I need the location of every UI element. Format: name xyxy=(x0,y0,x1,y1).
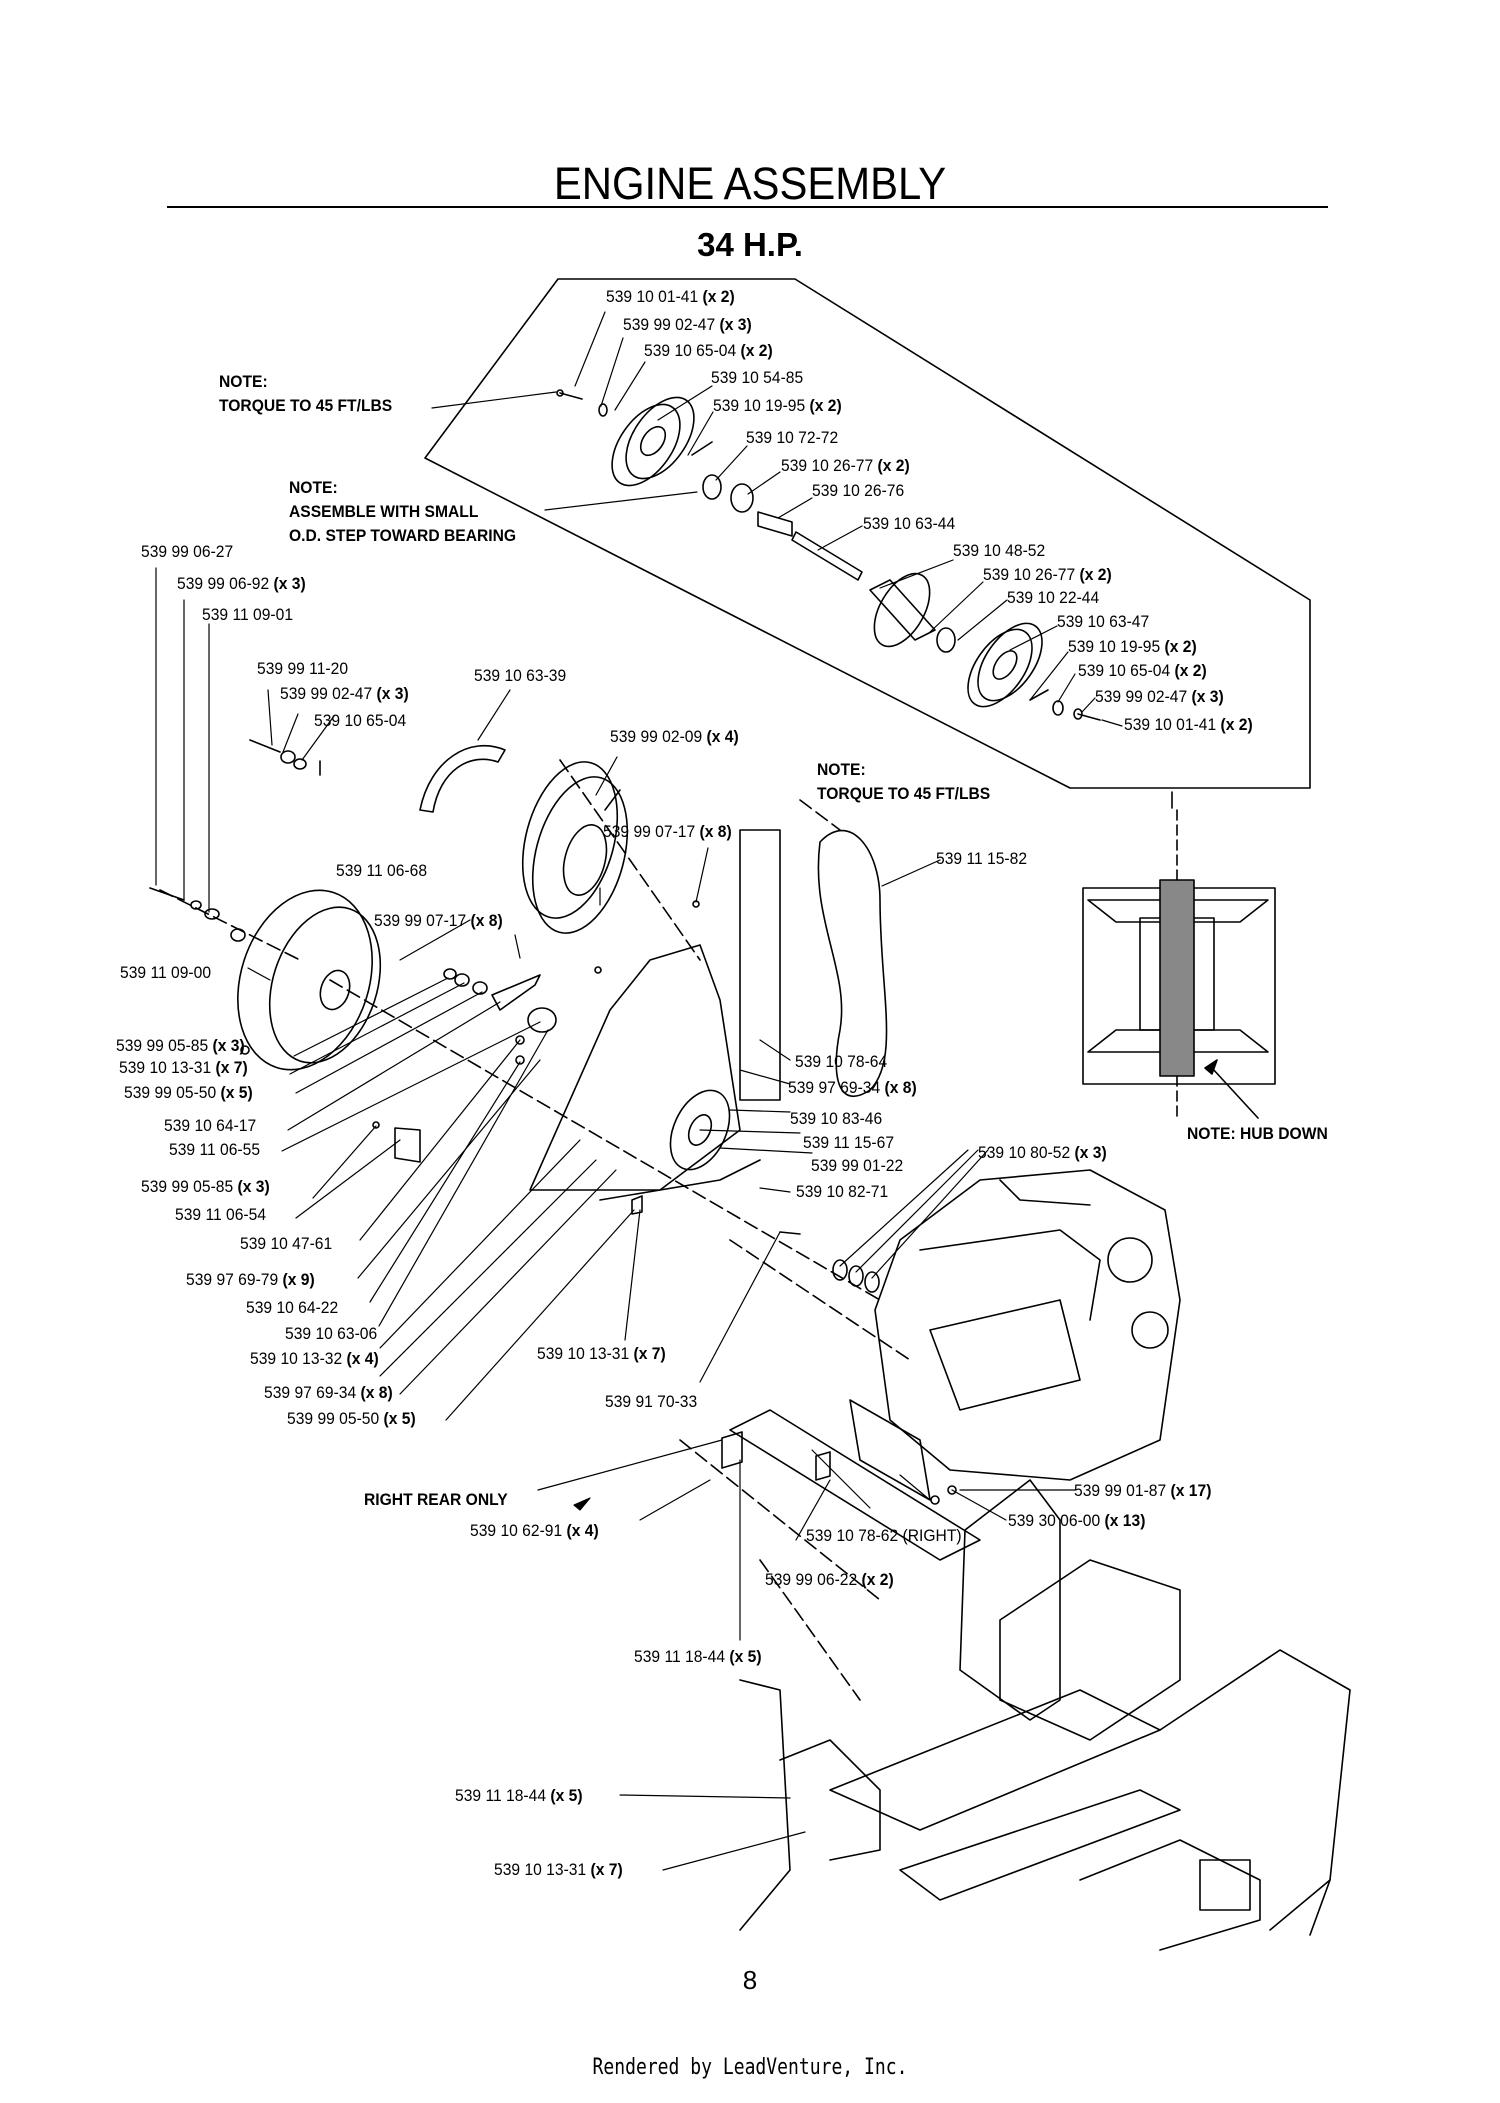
callout-label: 539 10 47-61 xyxy=(240,1234,333,1253)
callout-label: 539 10 26-77 (x 2) xyxy=(781,456,910,475)
callout-label: 539 11 09-00 xyxy=(120,963,212,982)
callout-label: 539 99 06-92 (x 3) xyxy=(177,574,306,593)
assembly-axes xyxy=(159,759,911,1701)
callout-label: 539 99 02-47 (x 3) xyxy=(1095,687,1224,706)
callout-label: 539 10 54-85 xyxy=(711,368,804,387)
callout-label: 539 11 18-44 (x 5) xyxy=(455,1786,583,1805)
callout-label: 539 10 65-04 (x 2) xyxy=(644,341,773,360)
callout-label: 539 11 06-68 xyxy=(336,861,428,880)
idler-pulley xyxy=(669,1089,731,1171)
callout-label: 539 99 02-47 (x 3) xyxy=(280,684,409,703)
page-number: 8 xyxy=(742,1965,758,1995)
callout-label: 539 10 65-04 xyxy=(314,711,407,730)
callout-label: 539 11 18-44 (x 5) xyxy=(634,1647,762,1666)
callout-label: 539 10 19-95 (x 2) xyxy=(1068,637,1197,656)
callout-label: 539 99 02-09 (x 4) xyxy=(610,727,739,746)
callout-label: 539 10 13-31 (x 7) xyxy=(119,1058,248,1077)
callout-label: 539 11 09-01 xyxy=(202,605,294,624)
note-assemble-1: NOTE: xyxy=(289,478,338,497)
callout-label: 539 10 63-44 xyxy=(863,514,956,533)
callout-label: 539 99 05-85 (x 3) xyxy=(116,1036,245,1055)
callout-label: 539 10 13-31 (x 7) xyxy=(494,1860,623,1879)
engine-block xyxy=(874,1169,1181,1481)
page-subtitle: 34 H.P. xyxy=(697,226,803,263)
note-assemble-3: O.D. STEP TOWARD BEARING xyxy=(289,526,517,545)
callout-label: 539 10 83-46 xyxy=(790,1109,883,1128)
note-assemble-2: ASSEMBLE WITH SMALL xyxy=(289,502,479,521)
callout-label: 539 10 26-77 (x 2) xyxy=(983,565,1112,584)
callout-label: 539 10 78-64 xyxy=(795,1052,888,1071)
note-torque-top-1: NOTE: xyxy=(219,372,268,391)
title-rule xyxy=(167,206,1328,208)
top-pulley-stack xyxy=(556,389,1101,721)
engine-mount-rail xyxy=(729,1409,981,1561)
callout-label: 539 30 06-00 (x 13) xyxy=(1008,1511,1146,1530)
chassis-frame xyxy=(739,1479,1351,1951)
callout-label: 539 97 69-34 (x 8) xyxy=(264,1383,393,1402)
note-torque-right-1: NOTE: xyxy=(817,760,866,779)
callout-label: 539 10 13-31 (x 7) xyxy=(537,1344,666,1363)
callout-label: 539 10 82-71 xyxy=(796,1182,889,1201)
callout-label: 539 11 15-82 xyxy=(936,849,1028,868)
callout-label: 539 99 07-17 (x 8) xyxy=(603,822,732,841)
center-pulley xyxy=(521,761,619,919)
callout-label: 539 99 02-47 (x 3) xyxy=(623,315,752,334)
callout-label: 539 10 72-72 xyxy=(746,428,839,447)
callout-label: 539 10 64-22 xyxy=(246,1298,339,1317)
long-belt xyxy=(817,829,888,1097)
note-torque-top-2: TORQUE TO 45 FT/LBS xyxy=(219,396,393,415)
callout-label: 539 10 64-17 xyxy=(164,1116,257,1135)
callout-label: 539 10 80-52 (x 3) xyxy=(978,1143,1107,1162)
callout-label: 539 10 62-91 (x 4) xyxy=(470,1521,599,1540)
hub-section-view xyxy=(1082,791,1276,1121)
note-right-rear-only: RIGHT REAR ONLY xyxy=(364,1490,508,1509)
callout-label: 539 10 26-76 xyxy=(812,481,905,500)
callout-label: 539 99 06-22 (x 2) xyxy=(765,1570,894,1589)
note-hub-down: NOTE: HUB DOWN xyxy=(1187,1124,1328,1143)
note-torque-right-2: TORQUE TO 45 FT/LBS xyxy=(817,784,991,803)
electric-clutch xyxy=(237,889,373,1071)
callout-label: 539 10 48-52 xyxy=(953,541,1046,560)
callout-label: 539 99 05-50 (x 5) xyxy=(287,1409,416,1428)
callout-label: 539 99 11-20 xyxy=(257,659,349,678)
callout-label: 539 10 01-41 (x 2) xyxy=(1124,715,1253,734)
callout-label: 539 10 65-04 (x 2) xyxy=(1078,661,1207,680)
callout-label: 539 10 78-62 (RIGHT) xyxy=(806,1526,962,1545)
callout-label: 539 10 63-06 xyxy=(285,1324,378,1343)
callout-label: 539 97 69-79 (x 9) xyxy=(186,1270,315,1289)
callout-label: 539 99 01-87 (x 17) xyxy=(1074,1481,1212,1500)
callout-label: 539 10 19-95 (x 2) xyxy=(713,396,842,415)
callout-label: 539 10 13-32 (x 4) xyxy=(250,1349,379,1368)
render-footer: Rendered by LeadVenture, Inc. xyxy=(592,2055,908,2080)
page-title: ENGINE ASSEMBLY xyxy=(553,158,947,209)
callout-label: 539 11 06-55 xyxy=(169,1140,261,1159)
callout-label: 539 99 06-27 xyxy=(141,542,234,561)
upper-belt xyxy=(419,744,506,813)
callout-label: 539 99 05-50 (x 5) xyxy=(124,1083,253,1102)
leader-lines xyxy=(155,311,1123,1871)
callout-label: 539 91 70-33 xyxy=(605,1392,698,1411)
idler-bracket xyxy=(529,944,741,1191)
callout-label: 539 10 63-47 xyxy=(1057,612,1150,631)
callout-label: 539 99 05-85 (x 3) xyxy=(141,1177,270,1196)
callout-label: 539 97 69-34 (x 8) xyxy=(788,1078,917,1097)
callout-label: 539 11 15-67 xyxy=(803,1133,895,1152)
callout-label: 539 10 63-39 xyxy=(474,666,567,685)
callout-label: 539 10 22-44 xyxy=(1007,588,1100,607)
callout-label: 539 10 01-41 (x 2) xyxy=(606,287,735,306)
callout-label: 539 99 07-17 (x 8) xyxy=(374,911,503,930)
small-hardware xyxy=(149,739,957,1505)
callout-label: 539 11 06-54 xyxy=(175,1205,267,1224)
inset-box-outline xyxy=(424,278,1311,789)
callout-label: 539 99 01-22 xyxy=(811,1156,904,1175)
